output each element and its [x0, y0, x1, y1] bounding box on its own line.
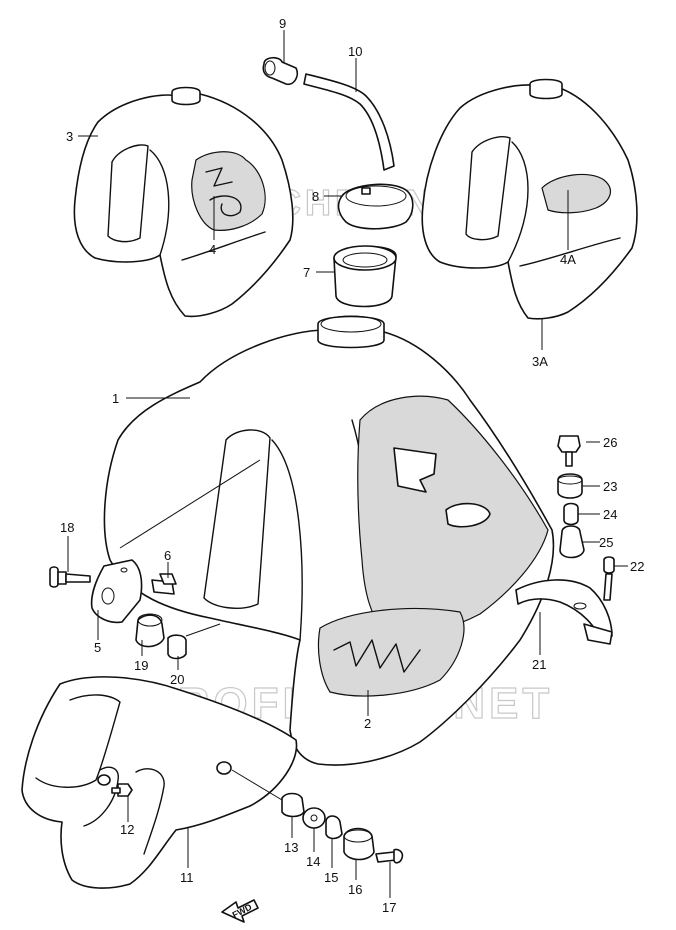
bolt-26: [557, 435, 581, 467]
callout-18: 18: [60, 520, 74, 535]
tank-variant-3: [73, 86, 294, 318]
callout-15: 15: [324, 870, 338, 885]
tank-bracket-21: [515, 579, 613, 645]
callout-5: 5: [94, 640, 101, 655]
callout-25: 25: [599, 535, 613, 550]
callout-8: 8: [312, 189, 319, 204]
callout-22: 22: [630, 559, 644, 574]
cushion-25: [559, 525, 585, 559]
callout-21: 21: [532, 657, 546, 672]
cushion-23: [557, 473, 583, 499]
leader-lines: [67, 30, 628, 898]
bolt-6: [151, 573, 177, 595]
callout-labels: 3 4 9 10 8 7 4A 3A 1 26 23 24 25 22 18 6…: [60, 16, 644, 915]
callout-19: 19: [134, 658, 148, 673]
callout-14: 14: [306, 854, 320, 869]
screw-12: [111, 783, 133, 797]
callout-4a: 4A: [560, 252, 576, 267]
bolt-18: [49, 566, 91, 588]
bracket-plate-5: [90, 559, 143, 624]
cushion-19: [135, 613, 165, 648]
bolt-22: [603, 556, 615, 601]
callout-3: 3: [66, 129, 73, 144]
callout-11: 11: [180, 870, 194, 885]
callout-20: 20: [170, 672, 184, 687]
callout-24: 24: [603, 507, 617, 522]
collar-20: [167, 634, 187, 660]
fuel-cap-8: [337, 183, 414, 230]
callout-9: 9: [279, 16, 286, 31]
screw-17: [375, 848, 404, 864]
callout-7: 7: [303, 265, 310, 280]
callout-2: 2: [364, 716, 371, 731]
callout-23: 23: [603, 479, 617, 494]
breather-hose-10: [303, 73, 395, 171]
collar-13: [281, 792, 305, 818]
cushion-16: [343, 827, 375, 861]
forward-direction-arrow: FWD: [221, 899, 259, 923]
collar-24: [563, 502, 579, 526]
nut-15: [325, 815, 343, 840]
fuel-tank-1: [103, 315, 555, 766]
callout-10: 10: [348, 44, 362, 59]
washer-14: [302, 807, 326, 829]
hose-clamp-9: [262, 56, 299, 86]
filler-neck-7: [333, 245, 397, 308]
callout-4: 4: [209, 242, 216, 257]
callout-26: 26: [603, 435, 617, 450]
callout-13: 13: [284, 840, 298, 855]
side-cover-11: [21, 676, 298, 889]
callout-12: 12: [120, 822, 134, 837]
callout-16: 16: [348, 882, 362, 897]
tank-variant-3a: [421, 78, 638, 320]
callout-6: 6: [164, 548, 171, 563]
callout-17: 17: [382, 900, 396, 915]
callout-3a: 3A: [532, 354, 548, 369]
callout-1: 1: [112, 391, 119, 406]
